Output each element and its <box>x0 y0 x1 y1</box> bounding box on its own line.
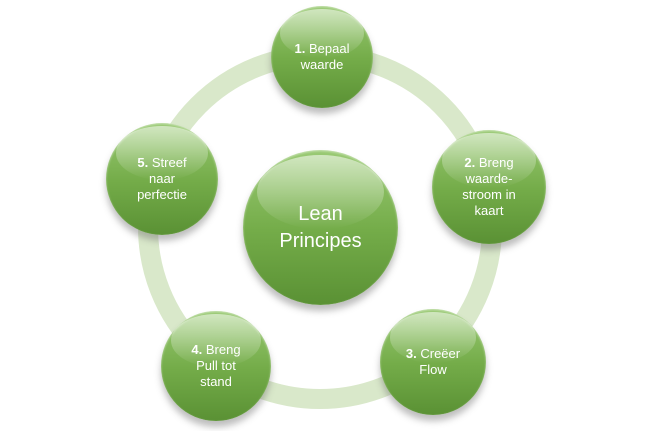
node-circle-3: 3. Creëer Flow <box>380 309 486 415</box>
node-1-number: 1. <box>294 40 306 56</box>
node-5-number: 5. <box>137 154 149 170</box>
node-3-text: 3. Creëer Flow <box>398 346 468 379</box>
node-circle-1: 1. Bepaal waarde <box>271 6 373 108</box>
center-circle: Lean Principes <box>243 150 398 305</box>
node-3-label: Creëer Flow <box>419 345 461 377</box>
node-4-number: 4. <box>191 341 203 357</box>
node-1-label: Bepaal waarde <box>300 40 350 72</box>
node-4-text: 4. Breng Pull tot stand <box>183 342 248 391</box>
node-2-number: 2. <box>464 154 476 170</box>
node-4-label: Breng Pull tot stand <box>196 341 241 390</box>
node-5-text: 5. Streef naar perfectie <box>129 155 195 204</box>
node-2-label: Breng waarde- stroom in kaart <box>462 154 516 219</box>
node-circle-2: 2. Breng waarde- stroom in kaart <box>432 130 546 244</box>
node-5-label: Streef naar perfectie <box>137 154 187 203</box>
node-3-number: 3. <box>405 345 417 361</box>
node-circle-5: 5. Streef naar perfectie <box>106 123 218 235</box>
node-circle-4: 4. Breng Pull tot stand <box>161 311 271 421</box>
node-1-text: 1. Bepaal waarde <box>287 41 358 74</box>
node-2-text: 2. Breng waarde- stroom in kaart <box>454 155 523 220</box>
center-label: Lean Principes <box>279 202 362 252</box>
